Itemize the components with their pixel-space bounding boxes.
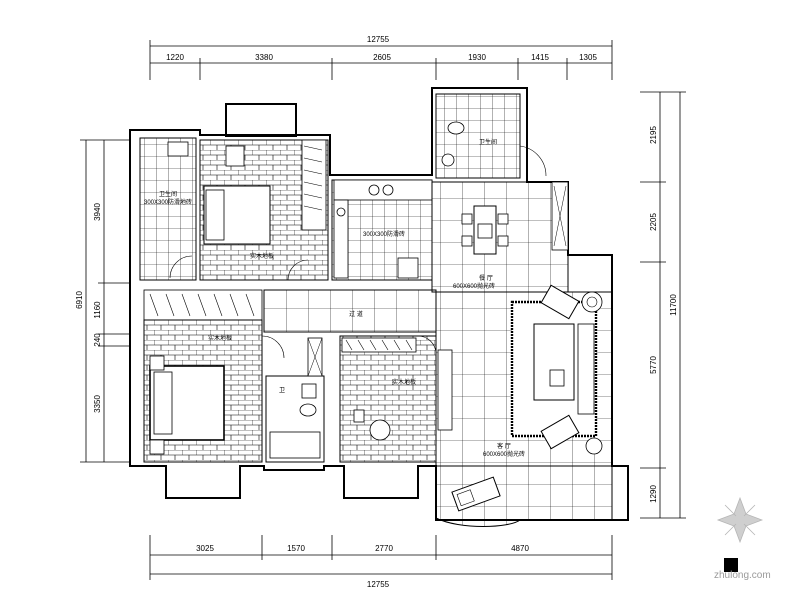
balcony (435, 465, 613, 527)
top-bathroom: 卫生间 (435, 93, 547, 179)
top-segment-2: 3380 (255, 53, 273, 62)
top-segment-5: 1415 (531, 53, 549, 62)
middle-bedroom-label: 实木地板 (392, 378, 416, 386)
right-segment-3: 5770 (649, 356, 658, 374)
watermark-text: zhulong.com (714, 570, 771, 581)
top-segment-labels: 1220 3380 2605 1930 1415 1305 (166, 53, 597, 62)
lower-bedroom-label: 实木地板 (208, 334, 232, 342)
living-room: 客 厅 600X600抛光砖 (435, 284, 613, 467)
left-segment-3: 240 (93, 333, 102, 347)
top-segment-3: 2605 (373, 53, 391, 62)
bottom-dimension-lines (149, 535, 613, 580)
right-segment-2: 2205 (649, 213, 658, 231)
top-dimension-lines (149, 40, 613, 80)
bottom-segment-3: 2770 (375, 544, 393, 553)
left-dimension-lines (80, 139, 130, 463)
right-dimension-lines (640, 91, 686, 519)
bottom-segment-2: 1570 (287, 544, 305, 553)
hallway-label: 过 道 (349, 310, 363, 318)
bottom-segment-1: 3025 (196, 544, 214, 553)
left-segment-2: 1160 (93, 301, 102, 319)
middle-bedroom: 实木地板 (339, 335, 437, 463)
dining-label: 餐 厅 (479, 274, 493, 282)
upper-bedroom: 实木地板 (199, 139, 329, 281)
right-segment-4: 1290 (649, 485, 658, 503)
dining-area: 餐 厅 600X600抛光砖 (431, 181, 569, 293)
living-room-label: 客 厅 (497, 442, 511, 450)
bottom-segment-4: 4870 (511, 544, 529, 553)
left-segment-1: 3940 (93, 203, 102, 221)
right-segment-1: 2195 (649, 126, 658, 144)
left-total-dimension: 6910 (75, 291, 84, 309)
kitchen-floor-label: 300X300防滑砖 (363, 230, 405, 238)
top-total-dimension: 12755 (367, 35, 390, 44)
kitchen: 300X300防滑砖 (331, 179, 433, 281)
lower-bathroom: 卫 (265, 337, 325, 463)
upper-left-floor-label: 300X300防滑地砖 (144, 198, 192, 206)
right-total-dimension: 11700 (669, 294, 678, 316)
left-segment-labels: 3940 1160 240 3350 (93, 203, 102, 413)
bottom-segment-labels: 3025 1570 2770 4870 (196, 544, 529, 553)
dining-floor-label: 600X600抛光砖 (453, 282, 495, 290)
left-segment-4: 3350 (93, 395, 102, 413)
upper-left-bathroom: 卫生间 300X300防滑地砖 (139, 137, 197, 281)
watermark-logo-icon (716, 496, 764, 544)
upper-left-room-label: 卫生间 (159, 190, 177, 198)
bottom-total-dimension: 12755 (367, 580, 390, 589)
top-segment-6: 1305 (579, 53, 597, 62)
right-segment-labels: 2195 2205 5770 1290 (649, 126, 658, 503)
lower-left-bedroom: 实木地板 (143, 289, 285, 463)
lower-bathroom-label: 卫 (279, 387, 285, 394)
living-floor-label: 600X600抛光砖 (483, 450, 525, 458)
top-segment-1: 1220 (166, 53, 184, 62)
hallway: 过 道 (263, 289, 437, 333)
top-segment-4: 1930 (468, 53, 486, 62)
upper-bedroom-label: 实木地板 (250, 252, 274, 260)
watermark-badge-icon (724, 558, 738, 572)
top-bathroom-label: 卫生间 (479, 138, 497, 146)
watermark: zhulong.com (714, 496, 771, 581)
